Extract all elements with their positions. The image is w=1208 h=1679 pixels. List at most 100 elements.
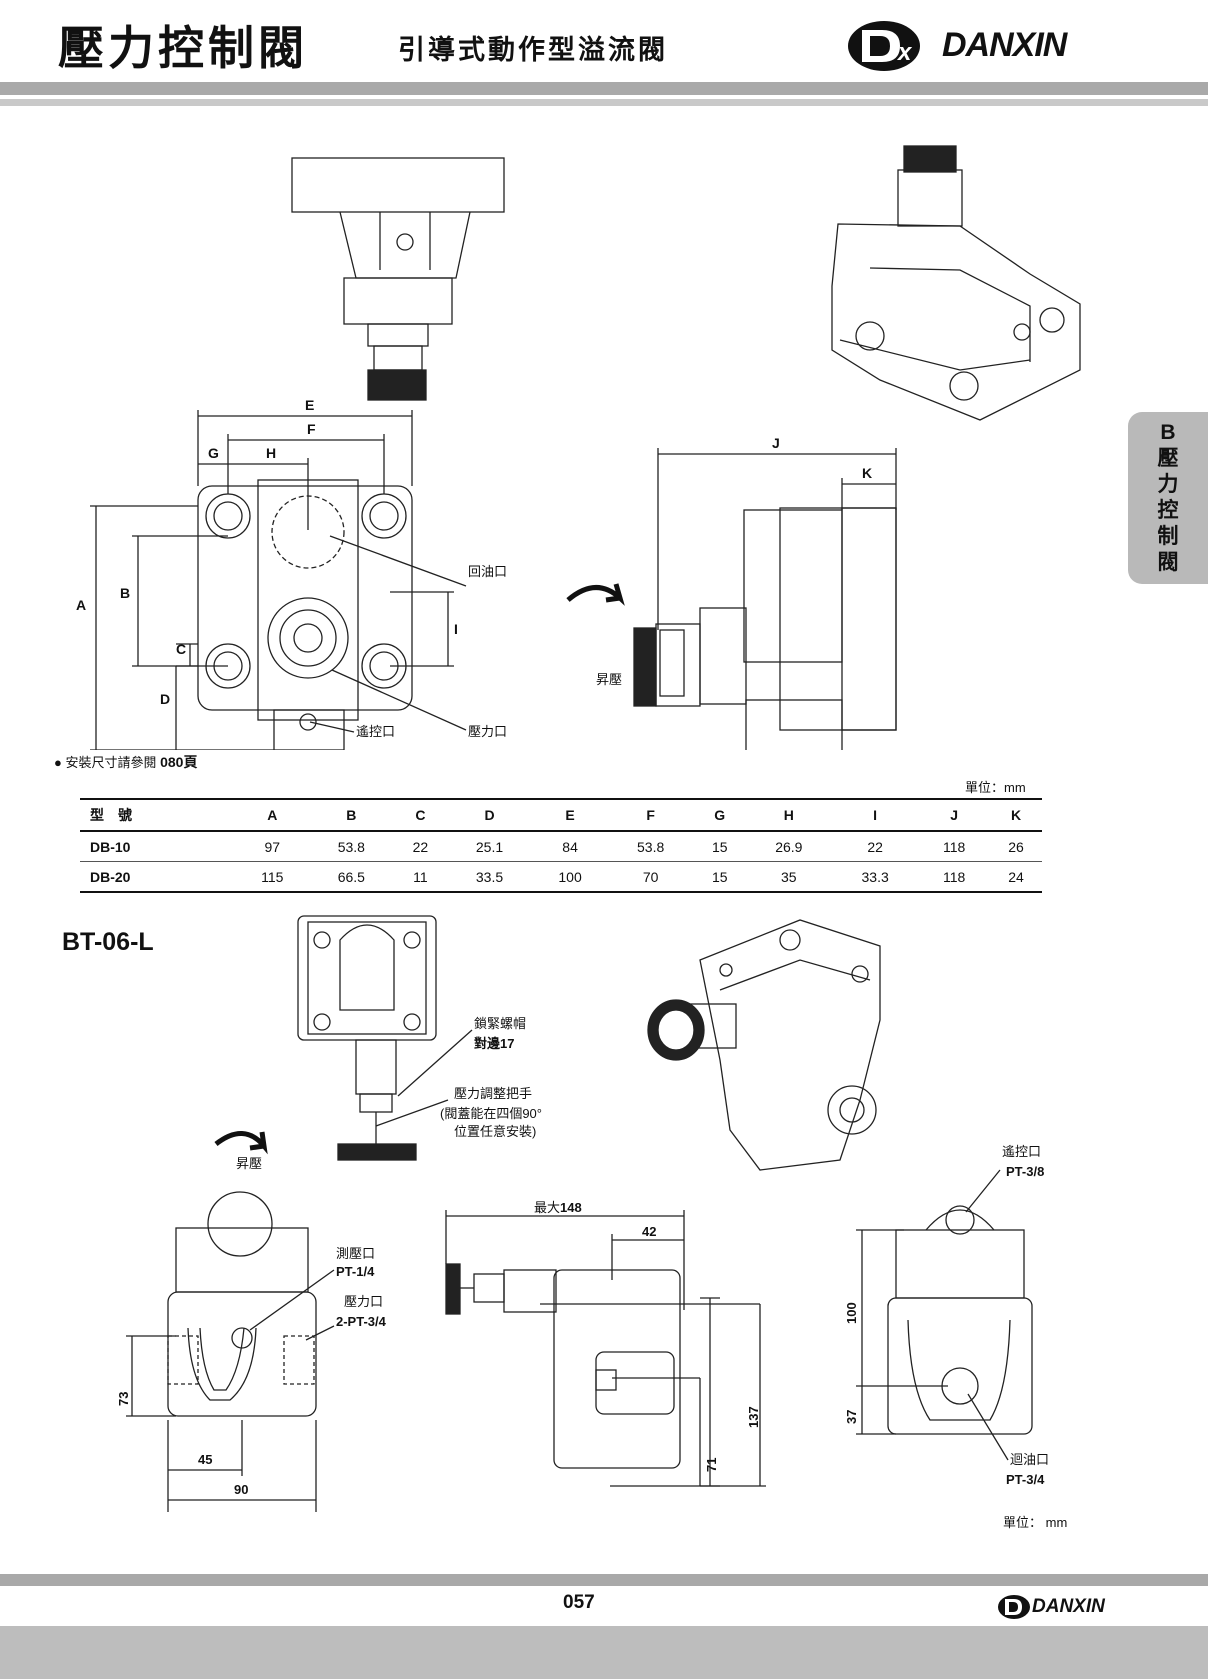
dim-label-i: I [454,621,458,637]
cell: DB-10 [80,831,237,862]
dim-71: 71 [704,1458,719,1472]
dim-label-h: H [266,445,276,461]
dim-37: 37 [844,1410,859,1424]
lock-nut-label: 鎖緊螺帽 [474,1016,526,1031]
db-valve-drawing: E F G H A B C D I J K 回油口 遙控口 壓力口 昇壓 [76,145,1081,750]
dim-73: 73 [116,1392,131,1406]
dim-label-b: B [120,585,130,601]
header-bar-thin [0,99,1208,106]
handle-label: 壓力調整把手 [454,1086,532,1101]
page-number: 057 [563,1592,595,1613]
raise-pressure-label: 昇壓 [596,672,622,687]
cell: DB-20 [80,861,237,893]
cell: 84 [532,831,608,862]
bt06-drawing: 鎖緊螺帽 對邊17 壓力調整把手 (閥蓋能在四個90° 位置任意安裝) 昇壓 測… [116,915,1049,1512]
dx-logo-icon [998,1595,1030,1619]
table-unit: 單位：mm [965,780,1026,795]
col-j: J [918,799,991,832]
col-g: G [693,799,746,832]
pressure-port-thread: 2-PT-3/4 [336,1314,387,1329]
cell: 15 [693,861,746,893]
lock-nut-size: 對邊17 [474,1036,514,1051]
cell: 53.8 [607,831,694,862]
dim-42: 42 [642,1224,656,1239]
remote-port-label-2: 遙控口 [1002,1144,1041,1159]
cell: 26 [990,831,1042,862]
footer-brand-name: DANXIN [1032,1596,1105,1617]
return-port-thread: PT-3/4 [1006,1472,1045,1487]
footer-band [0,1626,1208,1679]
brand-logo: x DANXIN [842,16,1122,76]
dim-label-f: F [307,421,316,437]
handle-note-line2: 位置任意安裝) [454,1124,536,1139]
col-d: D [446,799,533,832]
dim-45: 45 [198,1452,212,1467]
footer-brand: DANXIN [996,1592,1136,1622]
remote-port-label: 遙控口 [356,724,395,739]
drawing-unit: 單位： mm [1003,1515,1068,1530]
cell: 70 [607,861,694,893]
col-i: I [831,799,919,832]
cell: 118 [918,831,991,862]
cell: 15 [693,831,746,862]
dim-137: 137 [746,1406,761,1428]
dx-logo-icon: x [848,21,920,71]
cell: 118 [918,861,991,893]
cell: 22 [831,831,919,862]
col-model: 型 號 [80,799,237,832]
brand-name: DANXIN [942,26,1067,64]
pressure-port-label-2: 壓力口 [344,1294,383,1309]
cell: 115 [236,861,309,893]
header-bar [0,82,1208,95]
col-k: K [990,799,1042,832]
col-f: F [607,799,694,832]
page-subtitle: 引導式動作型溢流閥 [398,35,668,66]
cell: 25.1 [446,831,533,862]
max-label: 最大148 [534,1200,582,1215]
dim-label-a: A [76,597,86,613]
section-tab-char: 壓 [1157,447,1179,470]
dim-90: 90 [234,1482,248,1497]
dim-label-d: D [160,691,170,707]
col-b: B [308,799,395,832]
cell: 24 [990,861,1042,893]
dimension-table: 型 號 A B C D E F G H I J K DB-10 97 53.8 … [80,798,1042,893]
cell: 100 [532,861,608,893]
handle-note-line1: (閥蓋能在四個90° [440,1106,542,1121]
return-port-label-2: 迴油口 [1010,1452,1049,1467]
col-h: H [745,799,832,832]
cell: 11 [394,861,447,893]
section-tab-char: 制 [1157,525,1179,548]
gauge-port-label: 測壓口 [336,1246,375,1261]
dim-label-j: J [772,435,780,451]
cell: 53.8 [308,831,395,862]
section-tab-char: 閥 [1157,551,1179,574]
raise-pressure-label-2: 昇壓 [236,1156,262,1171]
dim-label-g: G [208,445,219,461]
return-port-label: 回油口 [468,564,507,579]
install-note: ● 安裝尺寸請參閱 080頁 [54,754,198,770]
cell: 33.5 [446,861,533,893]
table-row: DB-20 115 66.5 11 33.5 100 70 15 35 33.3… [80,861,1042,893]
cell: 26.9 [745,831,832,862]
dim-label-c: C [176,641,186,657]
cell: 97 [236,831,309,862]
table-row: DB-10 97 53.8 22 25.1 84 53.8 15 26.9 22… [80,831,1042,862]
svg-text:x: x [896,39,913,66]
section-tab-char: B [1160,421,1176,444]
cell: 22 [394,831,447,862]
col-c: C [394,799,447,832]
page-title: 壓力控制閥 [58,21,308,75]
section-tab[interactable]: B 壓 力 控 制 閥 [1128,412,1208,584]
dim-label-e: E [305,397,314,413]
section-tab-char: 力 [1157,473,1179,496]
col-e: E [532,799,608,832]
dim-100: 100 [844,1302,859,1324]
cell: 35 [745,861,832,893]
pressure-port-label: 壓力口 [468,724,507,739]
dim-label-k: K [862,465,872,481]
model-title: BT-06-L [62,928,154,956]
cell: 66.5 [308,861,395,893]
table-header-row: 型 號 A B C D E F G H I J K [80,799,1042,832]
section-tab-char: 控 [1157,499,1179,522]
